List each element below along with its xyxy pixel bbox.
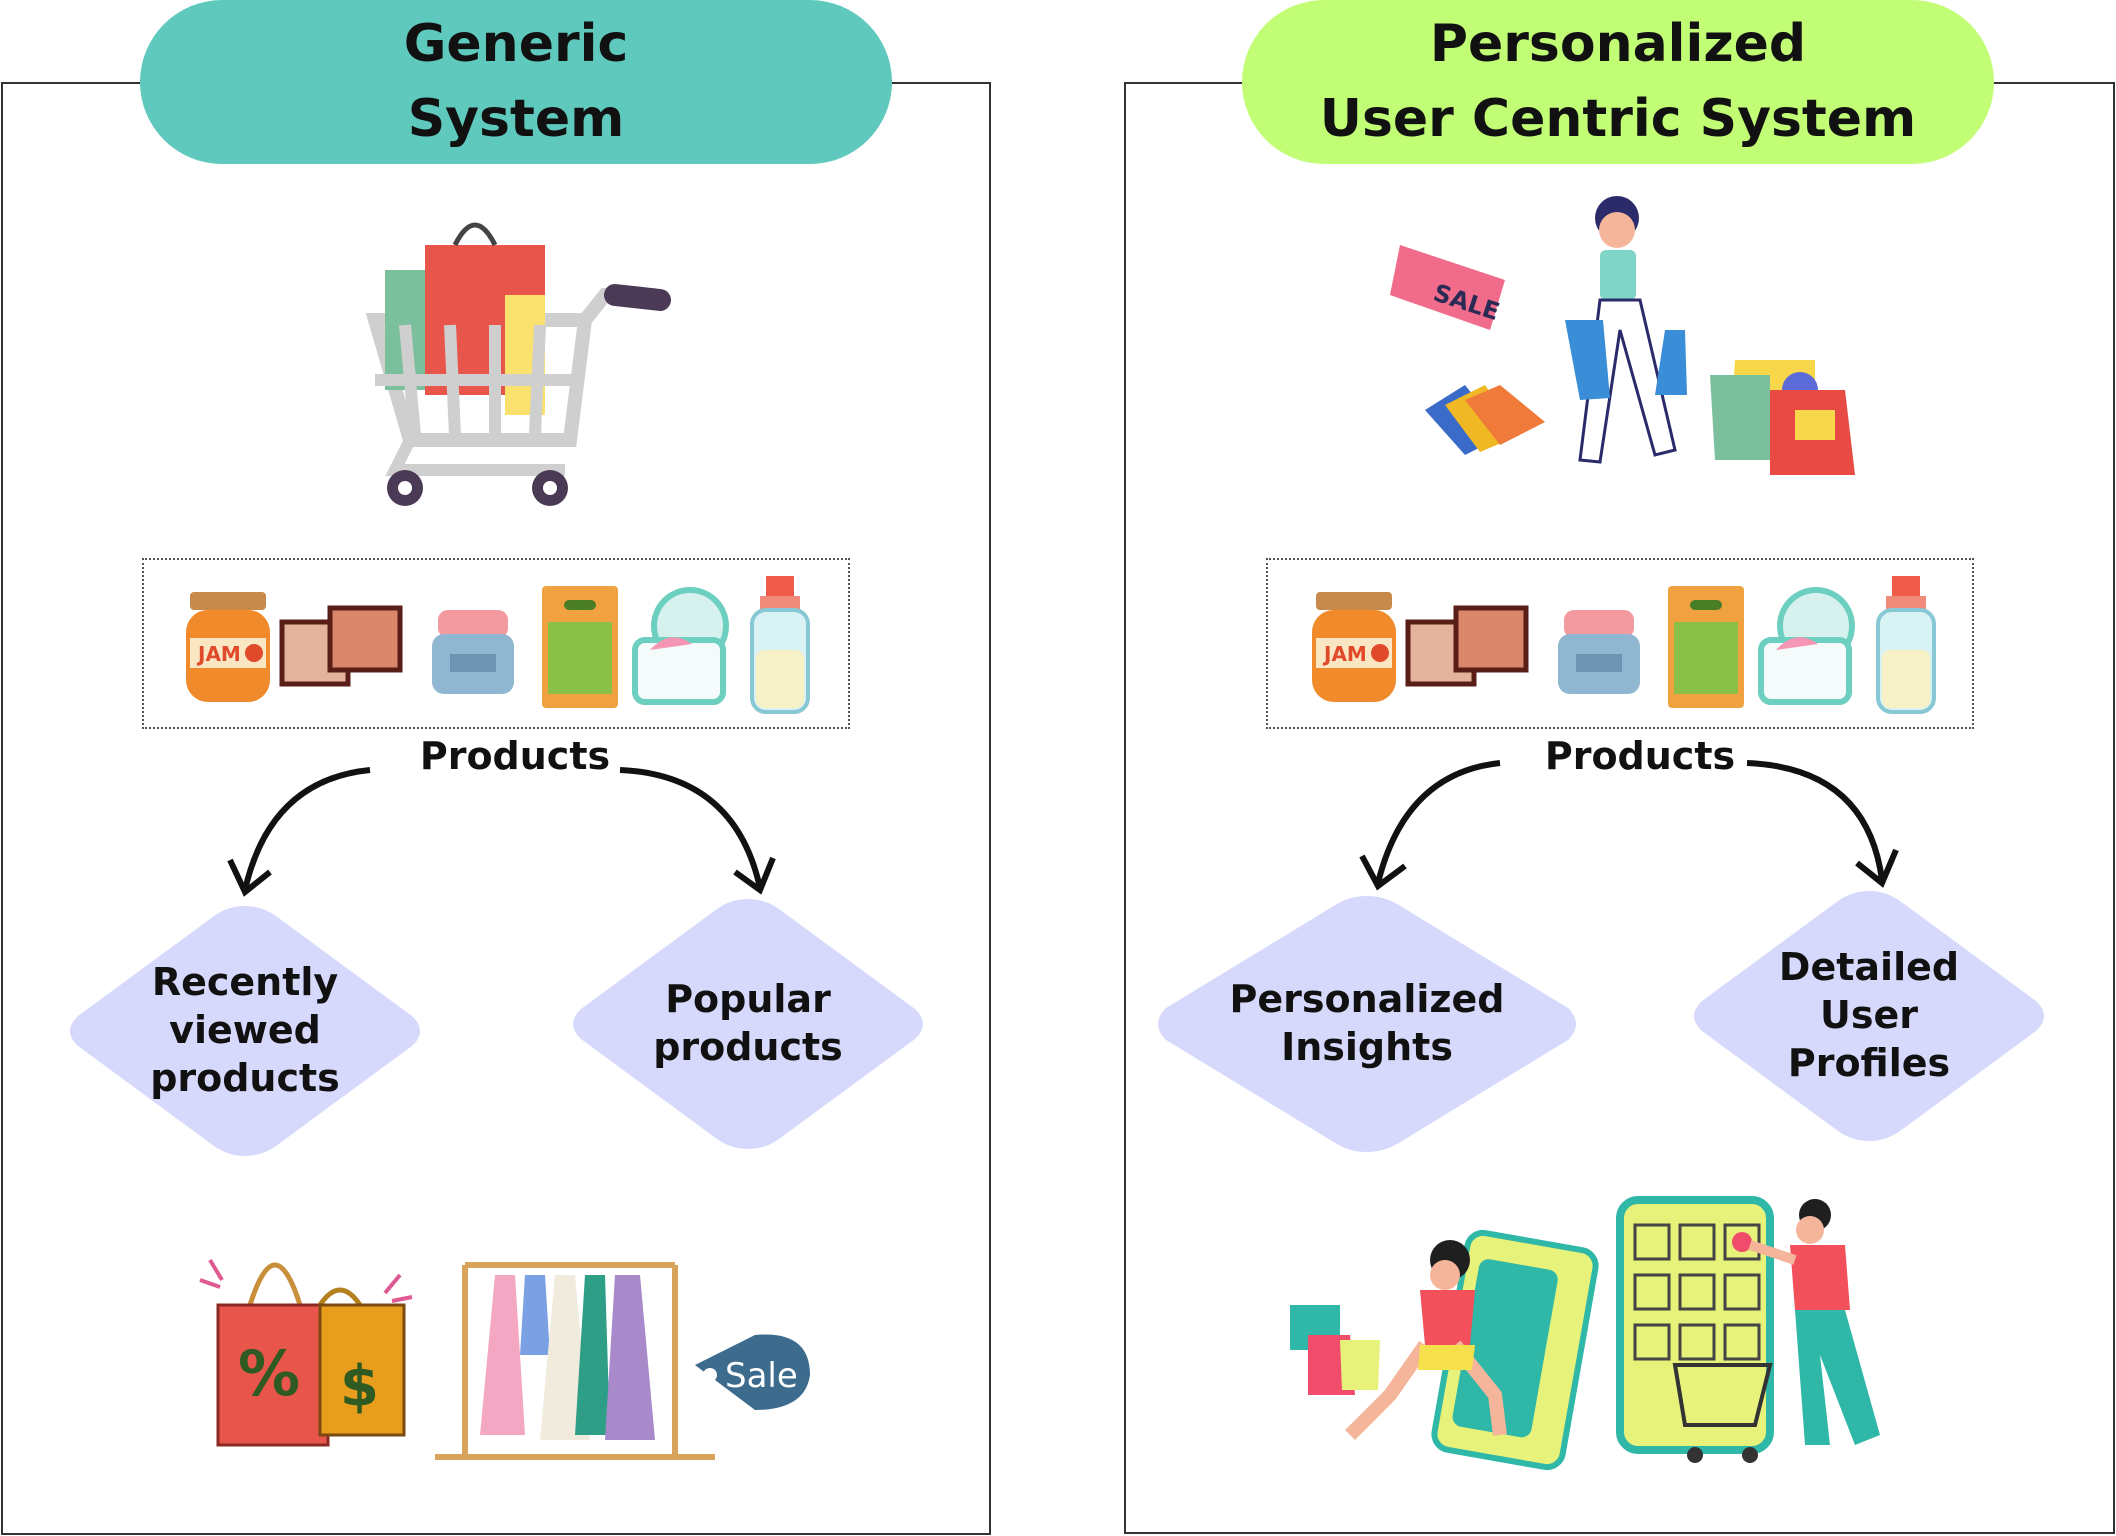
popular-products-node: Popular products (565, 893, 931, 1155)
dollar-symbol: $ (340, 1354, 379, 1419)
running-woman-icon (1290, 1240, 1507, 1440)
tea-pack-icon (542, 586, 618, 708)
product-icons-row: JAM (186, 576, 810, 714)
node-text: Personalized (1229, 977, 1505, 1022)
online-shopping-illustration (1290, 1196, 1880, 1471)
node-text: viewed (169, 1008, 321, 1053)
left-branch-arrow (227, 767, 371, 897)
compact-icon (632, 587, 729, 705)
title-line: Generic (403, 13, 629, 74)
bottle-icon (750, 576, 810, 714)
recently-viewed-node: Recently viewed products (62, 900, 428, 1162)
boxes-icon (1405, 605, 1529, 687)
jam-jar-icon: JAM (186, 592, 270, 702)
title-line: Personalized (1429, 13, 1807, 74)
node-text: Detailed (1778, 945, 1960, 990)
bottle-icon (1876, 576, 1936, 714)
tea-pack-icon (1668, 586, 1744, 708)
jam-label: JAM (1322, 642, 1367, 666)
left-branch-arrow (1359, 760, 1501, 891)
node-text: Popular (665, 977, 831, 1022)
cart-man-icon (1672, 1199, 1880, 1463)
jam-jar-icon: JAM (1312, 592, 1396, 702)
node-text: products (653, 1025, 843, 1069)
jam-label: JAM (196, 642, 241, 666)
colorful-bags-icon (1425, 385, 1545, 455)
boxes-icon (279, 605, 403, 687)
phone-right-icon (1616, 1196, 1774, 1454)
title-line: System (407, 89, 625, 149)
products-label: Products (391, 734, 639, 778)
products-label: Products (1516, 734, 1764, 778)
personalized-system-title: Personalized User Centric System (1242, 0, 1994, 164)
shopping-bags-sale-illustration: % $ (199, 1258, 413, 1447)
clothes-rack-sale-illustration: Sale (435, 1262, 810, 1460)
sale-ticket-icon: SALE (1390, 245, 1505, 330)
percent-symbol: % (238, 1337, 300, 1410)
shopping-cart-illustration (365, 222, 671, 506)
generic-system-title: Generic System (140, 0, 892, 164)
right-branch-arrow (1746, 760, 1899, 888)
node-text: Profiles (1787, 1040, 1951, 1085)
shopper-woman-illustration: SALE (1390, 196, 1855, 475)
title-line: User Centric System (1319, 89, 1917, 149)
node-text: products (150, 1055, 340, 1100)
cream-jar-icon (1558, 610, 1640, 694)
node-text: User (1820, 993, 1918, 1038)
detailed-user-profiles-node: Detailed User Profiles (1686, 885, 2052, 1147)
right-branch-arrow (619, 767, 776, 895)
node-text: Recently (151, 960, 339, 1005)
personalized-insights-node: Personalized Insights (1150, 890, 1584, 1158)
compact-icon (1758, 587, 1855, 705)
cream-jar-icon (432, 610, 514, 694)
product-icons-row: JAM (1312, 576, 1936, 714)
sale-tag-text: Sale (725, 1356, 798, 1396)
node-text: Insights (1281, 1025, 1453, 1069)
